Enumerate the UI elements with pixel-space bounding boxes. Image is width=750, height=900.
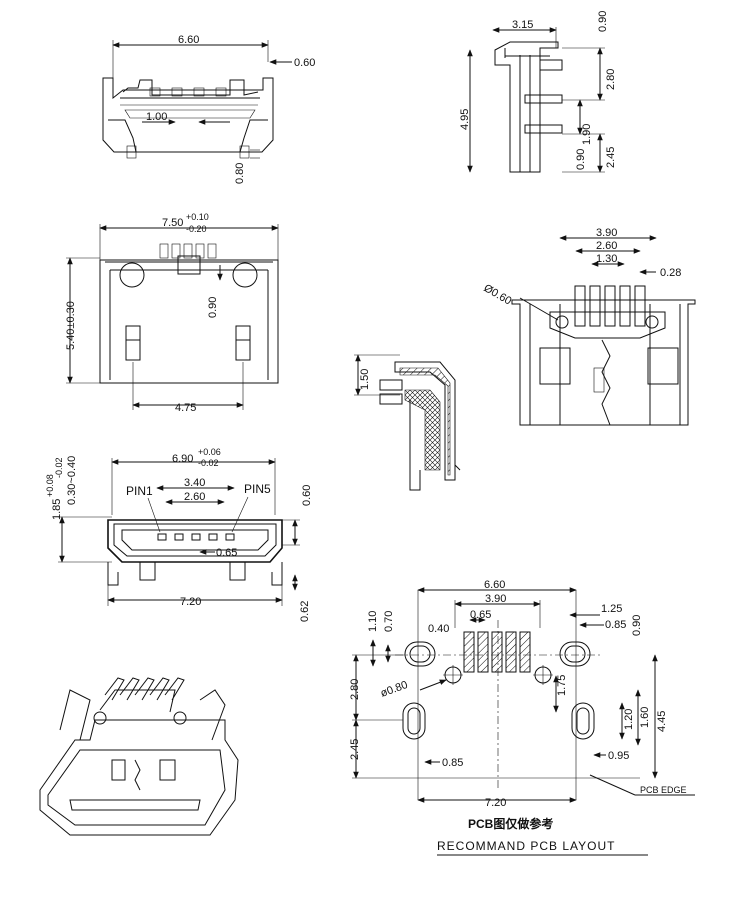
top-side-view: 3.15 0.90 4.95 2.80 1.90 2.45 0.90 <box>459 11 617 173</box>
dim-side-bottom: 2.45 <box>605 147 617 168</box>
isometric-view <box>39 677 239 836</box>
dim-pcb-l1: 1.10 <box>367 611 379 632</box>
dim-pcb-bot-w: 7.20 <box>485 797 506 809</box>
face-pins <box>157 533 235 541</box>
dim-pcb-total-h: 4.45 <box>656 711 668 732</box>
dim-pcb-r2: 0.85 <box>605 619 626 631</box>
plan-view: 7.50 +0.10 -0.20 5.40±0.30 0.90 4.75 <box>65 212 279 414</box>
dim-face-pitch: 0.65 <box>216 547 237 559</box>
dim-face-bottom-w: 7.20 <box>180 596 201 608</box>
pcb-cn-title: PCB图仅做参考 <box>468 816 553 831</box>
dim-pcb-r1: 1.25 <box>601 603 622 615</box>
dim-face-h-main: 1.85 <box>51 499 63 520</box>
dim-plan-peg-span: 4.75 <box>175 402 196 414</box>
dim-plan-tol-plus: +0.10 <box>186 212 209 222</box>
dim-plan-width: 7.50 <box>162 217 183 229</box>
dim-pcb-l2: 0.70 <box>383 611 395 632</box>
dim-rear-pin: 0.28 <box>660 267 681 279</box>
dim-section-h: 1.50 <box>359 369 371 390</box>
dim-side-pin-h: 0.90 <box>575 149 587 170</box>
rear-view: 3.90 2.60 1.30 0.28 Ø0.60 <box>482 227 696 426</box>
dim-rear-phi: Ø0.60 <box>482 282 514 307</box>
dim-face-span2: 2.60 <box>184 491 205 503</box>
section-view: 1.50 <box>354 354 461 491</box>
dim-pcb-w1: 6.60 <box>484 579 505 591</box>
dim-top-width: 6.60 <box>178 34 199 46</box>
dim-pcb-bot: 2.45 <box>349 739 361 760</box>
face-view: 6.90 +0.06 -0.02 1.85 +0.08 -0.02 0.30~0… <box>45 447 313 622</box>
dim-face-h-tol-minus: -0.02 <box>54 457 64 478</box>
dim-face-h-tol-plus: +0.08 <box>45 474 55 497</box>
dim-pcb-dist: 2.80 <box>349 679 361 700</box>
label-pcb-edge: PCB EDGE <box>640 785 687 795</box>
dim-pcb-r3: 0.90 <box>631 615 643 636</box>
dim-plan-slot: 0.90 <box>207 297 219 318</box>
dim-top-offset: 0.60 <box>294 57 315 69</box>
dim-pcb-slot-h2: 1.60 <box>639 707 651 728</box>
dim-pcb-slot-w: 0.85 <box>442 757 463 769</box>
dim-face-h-range: 0.30~0.40 <box>66 456 78 505</box>
dim-rear-inner: 1.30 <box>596 253 617 265</box>
dim-side-top: 0.90 <box>597 11 609 32</box>
dim-pcb-slot-w2: 0.95 <box>608 750 629 762</box>
dim-top-tail: 0.80 <box>234 163 246 184</box>
dim-face-bottom-h: 0.62 <box>299 601 311 622</box>
dim-face-width: 6.90 <box>172 453 193 465</box>
dim-top-pitch: 1.00 <box>146 111 167 123</box>
pcb-signal-pads <box>463 631 531 673</box>
dim-side-mid: 2.80 <box>605 69 617 90</box>
pcb-layout-view: 6.60 3.90 0.65 0.40 1.25 0.85 0.90 1.10 … <box>349 579 695 856</box>
label-pin5: PIN5 <box>244 482 271 496</box>
dim-face-tol-minus: -0.02 <box>198 458 219 468</box>
dim-pcb-pitch: 0.65 <box>470 609 491 621</box>
pcb-en-title: RECOMMAND PCB LAYOUT <box>437 839 615 853</box>
dim-face-tol-plus: +0.06 <box>198 447 221 457</box>
dim-pcb-pad-gap: 0.40 <box>428 623 449 635</box>
dim-rear-outer: 3.90 <box>596 227 617 239</box>
dim-face-span1: 3.40 <box>184 477 205 489</box>
dim-pcb-phi: ø0.80 <box>379 679 410 700</box>
label-pin1: PIN1 <box>126 484 153 498</box>
dim-pcb-w2: 3.90 <box>485 593 506 605</box>
dim-pcb-slot-h: 1.20 <box>623 709 635 730</box>
dim-rear-mid: 2.60 <box>596 240 617 252</box>
dim-side-height: 4.95 <box>459 109 471 130</box>
top-front-view: 6.60 0.60 1.00 0.80 <box>102 34 315 184</box>
dim-plan-depth: 5.40±0.30 <box>65 301 77 350</box>
dim-face-right-h: 0.60 <box>301 485 313 506</box>
dim-plan-tol-minus: -0.20 <box>186 224 207 234</box>
dim-side-depth: 3.15 <box>512 19 533 31</box>
dim-pcb-hole-d: 1.75 <box>556 675 568 696</box>
